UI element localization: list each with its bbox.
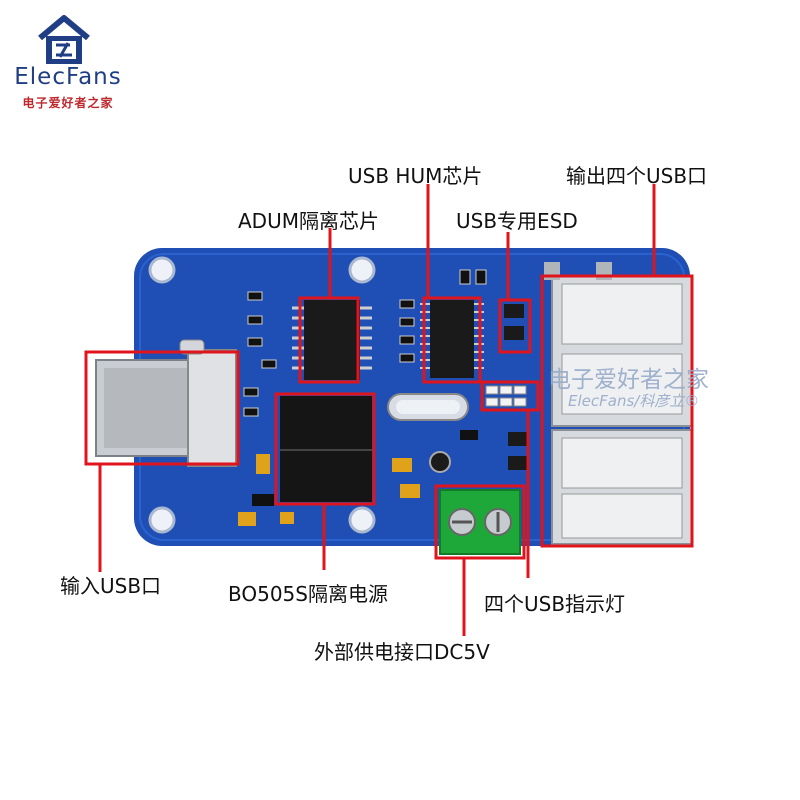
capacitor (256, 454, 270, 474)
capacitor (238, 512, 256, 526)
mount-hole (148, 506, 176, 534)
label-bo505s: BO505S隔离电源 (228, 582, 388, 606)
brand-name: ElecFans (14, 64, 122, 90)
led (485, 385, 499, 395)
callout-output-usb (540, 274, 694, 548)
label-usb-led: 四个USB指示灯 (484, 592, 626, 616)
mount-hole (348, 506, 376, 534)
watermark-line1: 电子爱好者之家 (548, 367, 709, 393)
callout-terminal (434, 484, 526, 560)
led (513, 385, 527, 395)
elecfans-logo-icon (38, 15, 90, 64)
capacitor (429, 451, 451, 473)
label-adum-chip: ADUM隔离芯片 (238, 209, 379, 233)
esd-chip (504, 304, 524, 318)
capacitor (392, 458, 412, 472)
capacitor (280, 512, 294, 524)
capacitor (400, 484, 420, 498)
usb-hub-chip (430, 300, 474, 378)
diode (460, 430, 478, 440)
esd-chip (508, 432, 528, 446)
adum-chip (304, 300, 360, 380)
label-usb-esd: USB专用ESD (456, 209, 578, 233)
esd-chip (508, 456, 528, 470)
brand-subtitle: 电子爱好者之家 (22, 96, 114, 110)
label-usb-hub-chip: USB HUM芯片 (348, 164, 483, 188)
callout-led (480, 380, 540, 412)
led (485, 397, 499, 407)
mount-hole (148, 256, 176, 284)
label-ext-power: 外部供电接口DC5V (314, 640, 490, 664)
esd-chip (504, 326, 524, 340)
led (499, 397, 513, 407)
led (513, 397, 527, 407)
mount-hole (348, 256, 376, 284)
callout-esd (498, 298, 532, 354)
led (499, 385, 513, 395)
watermark-line2: ElecFans/科彦立® (568, 392, 700, 410)
callout-usb-hub (422, 296, 482, 384)
label-input-usb: 输入USB口 (60, 574, 162, 598)
callout-input-usb (84, 350, 240, 466)
label-output-usb: 输出四个USB口 (566, 164, 708, 188)
capacitor (252, 494, 274, 506)
